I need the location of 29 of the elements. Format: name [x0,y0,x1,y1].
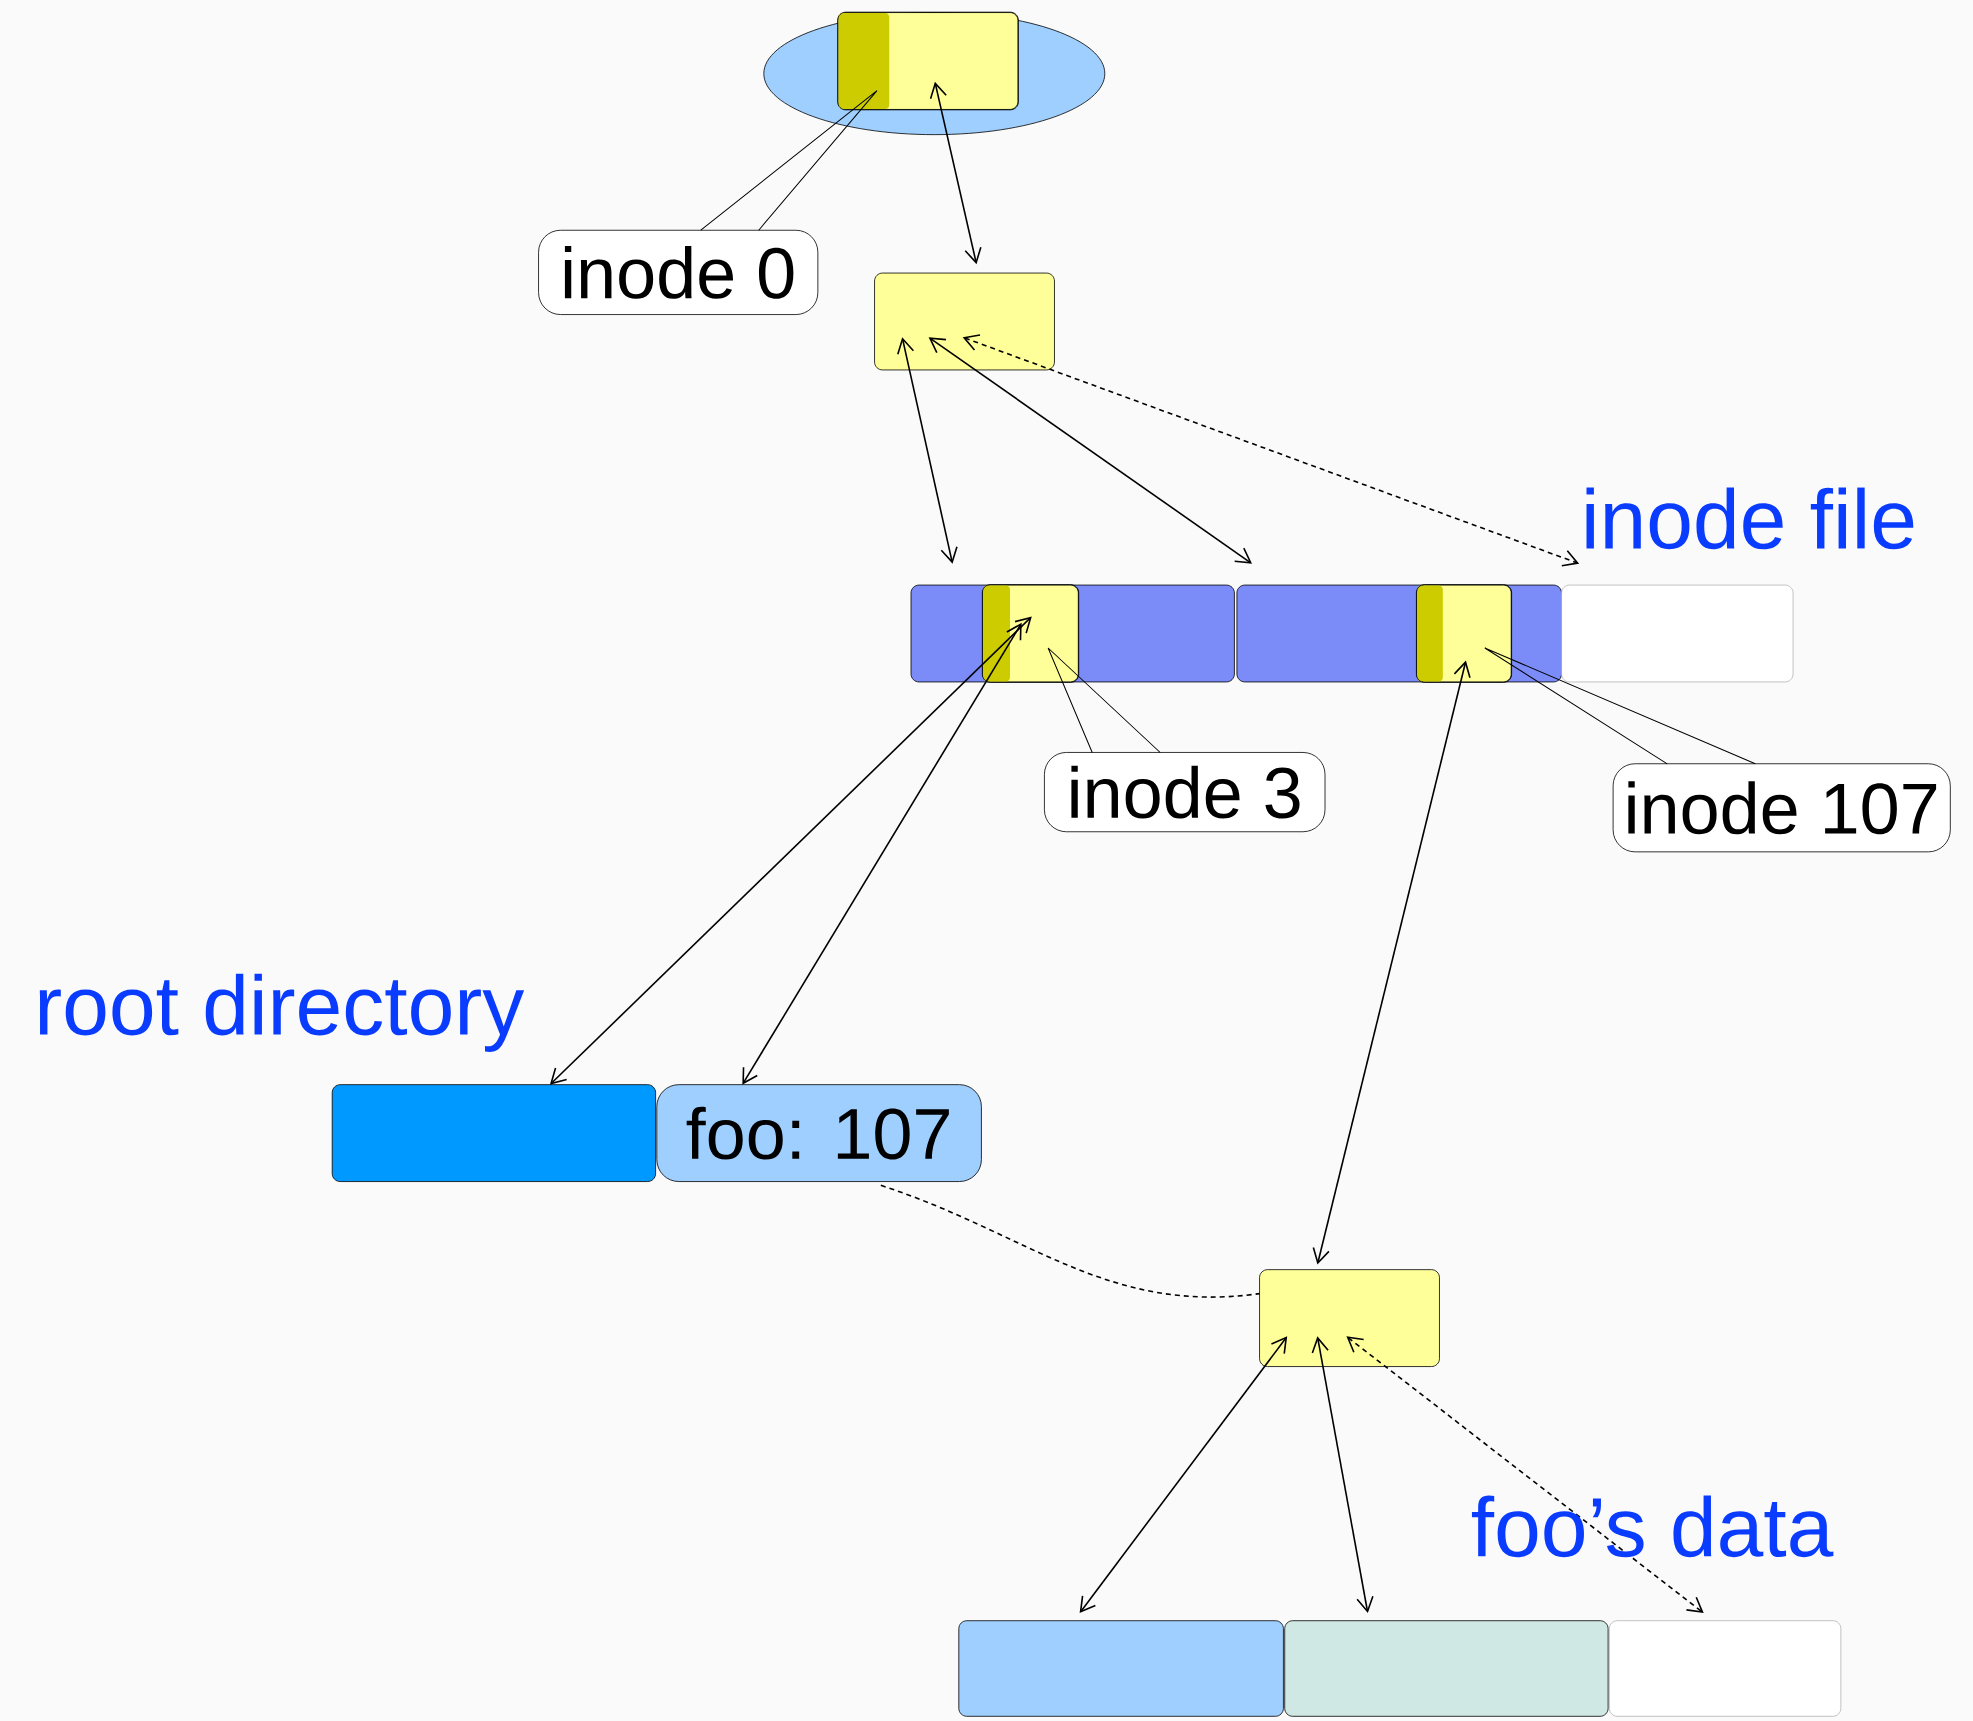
arrow [928,337,1252,564]
arrow [742,622,1022,1085]
arrow [1311,1336,1374,1614]
arrow [929,81,982,265]
inode-entry [1416,584,1512,683]
arrow [1312,660,1471,1265]
callout-bubble: inode 107 [1612,763,1951,853]
block: foo: 107 [656,1084,982,1182]
arrow [897,337,958,564]
inode-entry [981,584,1080,683]
leader-line [1047,647,1161,753]
block [958,1620,1284,1717]
section-label: foo’s data [1471,1495,1834,1558]
section-label: inode file [1586,487,1914,550]
dashed-arrow [1346,1336,1704,1614]
section-label: root directory [39,973,525,1053]
dashed-curve [880,1184,1261,1298]
leader-line [700,90,878,231]
callout-bubble: inode 0 [538,229,819,315]
block [1259,1269,1440,1367]
leader-line [1484,647,1756,765]
callout-bubble: inode 3 [1044,752,1326,833]
arrow [549,616,1032,1085]
arrow [1079,1336,1288,1614]
dashed-arrow [962,334,1580,567]
block [1284,1620,1609,1717]
block [874,272,1055,371]
block [837,11,1019,111]
block [331,1084,656,1182]
